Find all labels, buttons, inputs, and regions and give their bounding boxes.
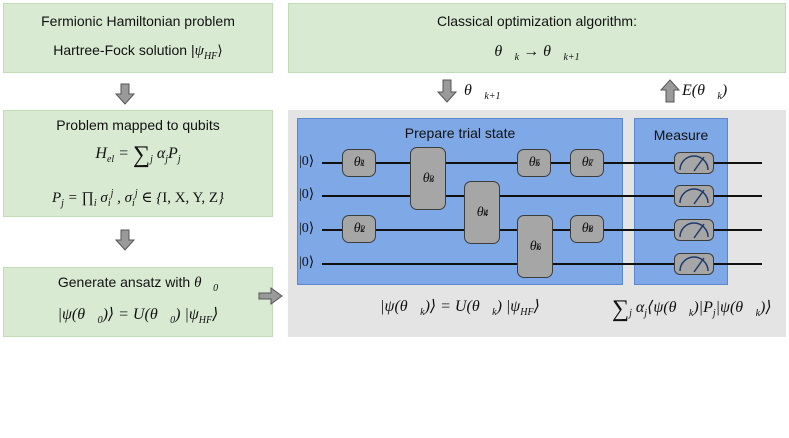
hamiltonian-problem-box bbox=[3, 3, 273, 73]
optimizer-title: Classical optimization algorithm: bbox=[437, 13, 637, 29]
measure-title: Measure bbox=[653, 127, 709, 143]
theta-next-label: θ⃗k+1 bbox=[464, 82, 501, 103]
ansatz-formula: |ψ(θ⃗0)⟩ = U(θ⃗0) |ψHF⟩ bbox=[57, 306, 219, 327]
qubit-wire-2 bbox=[322, 195, 762, 197]
qubit-label: |0⟩ bbox=[299, 154, 315, 169]
prepare-state-panel bbox=[297, 118, 623, 285]
qubit-mapping-title: Problem mapped to qubits bbox=[56, 117, 220, 133]
hartree-fock-label: Hartree-Fock solution |ψHF⟩ bbox=[53, 42, 223, 62]
energy-label: E(θ⃗k) bbox=[682, 82, 728, 103]
ansatz-title: Generate ansatz with θ⃗0 bbox=[57, 274, 219, 294]
qubit-label: |0⟩ bbox=[299, 187, 315, 202]
optimizer-update: θ⃗k → θ⃗k+1 bbox=[494, 43, 580, 64]
pauli-formula: Pj = ∏i σij , σij ∈ {I, X, Y, Z} bbox=[51, 188, 225, 209]
ansatz-box bbox=[3, 267, 273, 337]
qubit-label: |0⟩ bbox=[299, 221, 315, 236]
optimizer-box bbox=[288, 3, 786, 73]
flow-arrows bbox=[114, 79, 681, 305]
fermionic-problem-label: Fermionic Hamiltonian problem bbox=[41, 13, 235, 29]
prepare-state-title: Prepare trial state bbox=[404, 125, 516, 141]
qubit-label: |0⟩ bbox=[299, 255, 315, 270]
meter-dials bbox=[679, 155, 709, 273]
qubit-mapping-box bbox=[3, 110, 273, 217]
hamiltonian-formula: Hel = ∑j αjPj bbox=[95, 142, 181, 168]
trial-state-formula: |ψ(θ⃗k)⟩ = U(θ⃗k) |ψHF⟩ bbox=[380, 298, 540, 319]
expectation-formula: ∑j αj⟨ψ(θ⃗k)|Pj|ψ(θ⃗k)⟩ bbox=[612, 296, 772, 322]
